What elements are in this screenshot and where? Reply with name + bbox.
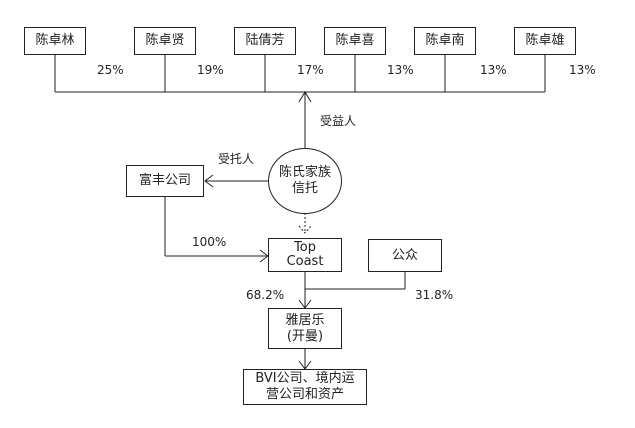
company-line1: 雅居乐	[285, 312, 325, 328]
subsidiaries-line2: 营公司和资产	[265, 387, 344, 402]
top-coast-line2: Coast	[286, 254, 324, 269]
family-trust-node: 陈氏家族 信托	[268, 148, 342, 214]
share-label: 17%	[297, 63, 324, 77]
share-label: 25%	[97, 63, 124, 77]
public-box: 公众	[368, 239, 442, 272]
beneficiary-box: 陈卓南	[414, 27, 476, 55]
subsidiaries-box: BVI公司、境内运 营公司和资产	[243, 369, 367, 405]
arrowhead	[204, 174, 214, 188]
trustee-label: 受托人	[218, 152, 255, 166]
share-label: 19%	[197, 63, 224, 77]
beneficiary-box: 陈卓雄	[514, 27, 576, 55]
beneficiary-box: 陈卓喜	[324, 27, 386, 55]
company-line2: (开曼)	[286, 328, 324, 344]
share-label: 13%	[480, 63, 507, 77]
beneficiary-box: 陆倩芳	[234, 27, 296, 55]
public-share-label: 31.8%	[415, 288, 454, 302]
top-coast-box: Top Coast	[268, 238, 342, 272]
trust-name-line2: 信托	[291, 181, 318, 196]
share-label: 13%	[569, 63, 596, 77]
beneficiary-box: 陈卓贤	[134, 27, 196, 55]
top-coast-line1: Top	[294, 240, 316, 255]
trustee-share-label: 100%	[192, 235, 227, 249]
trustee-box: 富丰公司	[126, 165, 204, 197]
arrowhead	[298, 225, 312, 234]
company-box: 雅居乐 (开曼)	[268, 308, 342, 349]
arrowhead	[298, 91, 312, 103]
trust-name-line1: 陈氏家族	[278, 165, 331, 180]
beneficiary-box: 陈卓林	[24, 27, 86, 55]
share-label: 13%	[387, 63, 414, 77]
subsidiaries-line1: BVI公司、境内运	[255, 371, 355, 386]
top-coast-share-label: 68.2%	[246, 288, 285, 302]
beneficiary-label: 受益人	[320, 114, 357, 128]
